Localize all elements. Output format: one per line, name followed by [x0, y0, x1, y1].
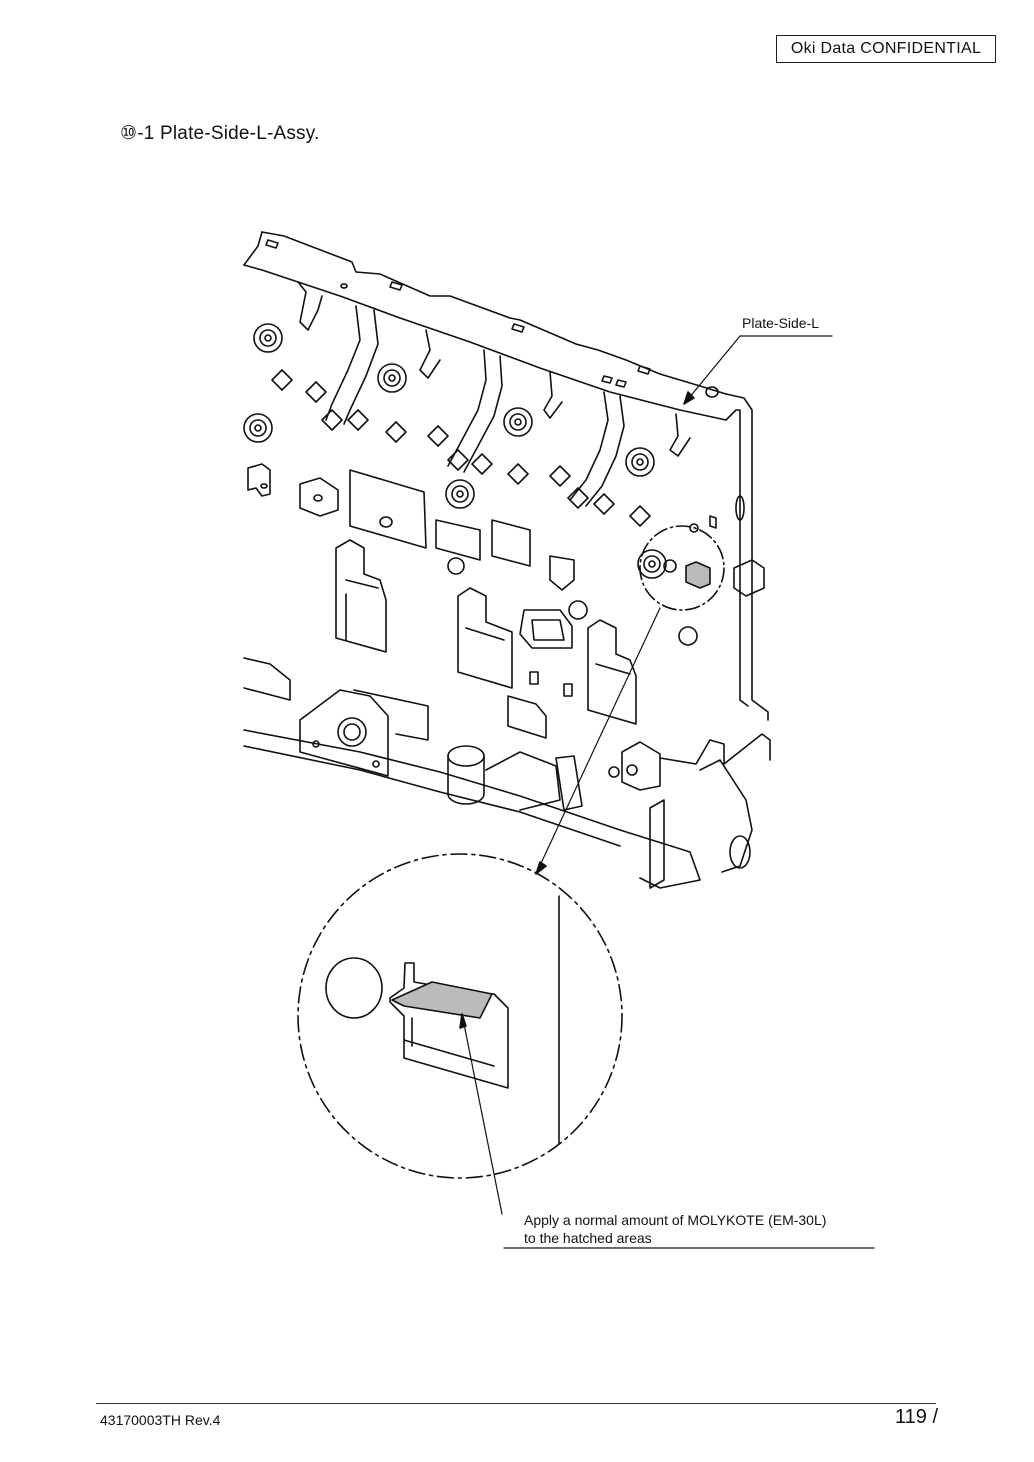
section-title: ⑩-1 Plate-Side-L-Assy.: [120, 123, 320, 144]
confidential-label: Oki Data CONFIDENTIAL: [776, 35, 996, 63]
molykote-note: Apply a normal amount of MOLYKOTE (EM-30…: [524, 1211, 884, 1247]
molykote-note-line1: Apply a normal amount of MOLYKOTE (EM-30…: [524, 1212, 827, 1228]
plate-side-l-label: Plate-Side-L: [742, 315, 820, 331]
document-id: 43170003TH Rev.4: [100, 1412, 221, 1428]
page-number: 119 /: [895, 1406, 938, 1428]
molykote-note-line2: to the hatched areas: [524, 1230, 652, 1246]
footer-rule: [96, 1403, 936, 1404]
